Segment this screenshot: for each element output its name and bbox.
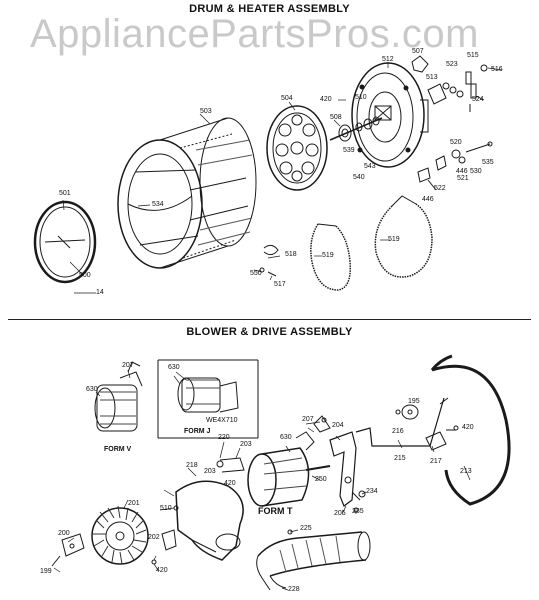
label-235: 235 — [352, 508, 364, 515]
blower-wheel-201 — [91, 505, 149, 565]
spring-217 — [425, 429, 456, 451]
label-195: 195 — [408, 398, 420, 405]
label-220: 220 — [218, 434, 230, 441]
label-543: 543 — [364, 163, 376, 170]
label-202: 202 — [148, 534, 160, 541]
label-500: 500 — [79, 272, 91, 279]
heater-element-519a — [310, 223, 351, 291]
label-199: 199 — [40, 568, 52, 575]
label-520: 520 — [450, 139, 462, 146]
label-517: 517 — [274, 281, 286, 288]
bracket-202 — [161, 529, 177, 551]
label-420-belt: 420 — [462, 424, 474, 431]
label-we4x710: WE4X710 — [206, 417, 238, 424]
label-216: 216 — [392, 428, 404, 435]
clips-518-517 — [259, 244, 279, 277]
drum-503 — [117, 117, 257, 269]
blower-leaders — [53, 369, 471, 591]
section-divider — [8, 319, 531, 320]
drum-ribs — [195, 139, 253, 246]
label-215: 215 — [394, 455, 406, 462]
label-234: 234 — [366, 488, 378, 495]
label-540: 540 — [353, 174, 365, 181]
label-535: 535 — [482, 159, 494, 166]
label-218: 218 — [186, 462, 198, 469]
form-j-caption: FORM J — [184, 428, 211, 435]
exhaust-duct-228 — [256, 531, 371, 591]
watermark: AppliancePartsPros.com — [30, 12, 479, 56]
label-518: 518 — [285, 251, 297, 258]
label-446-lower: 446 — [422, 196, 434, 203]
label-523: 523 — [446, 61, 458, 68]
bracket-200 — [51, 533, 85, 567]
blower-housing-218 — [175, 480, 244, 561]
label-14: 14 — [96, 289, 104, 296]
thermostat-parts — [411, 55, 488, 112]
label-420-drum: 420 — [320, 96, 332, 103]
drive-belt-213 — [430, 354, 511, 506]
label-200: 200 — [58, 530, 70, 537]
label-519-right: 519 — [388, 236, 400, 243]
label-524: 524 — [472, 96, 484, 103]
label-516: 516 — [491, 66, 503, 73]
label-446-upper: 446 — [456, 168, 468, 175]
front-seal-501 — [33, 200, 97, 284]
label-630-form-j: 630 — [168, 364, 180, 371]
label-534: 534 — [152, 201, 164, 208]
form-v-caption: FORM V — [104, 446, 132, 453]
label-504: 504 — [281, 95, 293, 102]
label-510-drum: 510 — [355, 94, 367, 101]
label-550: 550 — [250, 270, 262, 277]
label-213: 213 — [460, 468, 472, 475]
idler-pulley-216 — [355, 397, 449, 447]
label-204: 204 — [332, 422, 344, 429]
heater-element-519b — [374, 195, 433, 278]
rear-plate-504 — [266, 105, 328, 191]
idler-bracket-204 — [329, 431, 361, 507]
label-630-form-v: 630 — [86, 386, 98, 393]
bearing-parts — [329, 116, 383, 142]
form-j-box — [157, 359, 259, 439]
label-203-lower: 203 — [204, 468, 216, 475]
label-207-main: 207 — [302, 416, 314, 423]
heater-housing-512 — [351, 62, 429, 168]
motor-form-j — [177, 377, 239, 413]
label-420-blower: 420 — [156, 567, 168, 574]
label-207-form-v: 207 — [122, 362, 134, 369]
label-512: 512 — [382, 56, 394, 63]
label-250: 250 — [315, 476, 327, 483]
label-510-blower: 510 — [160, 505, 172, 512]
misc-hardware — [417, 141, 493, 191]
label-521: 521 — [457, 175, 469, 182]
label-503: 503 — [200, 108, 212, 115]
label-513: 513 — [426, 74, 438, 81]
label-217: 217 — [430, 458, 442, 465]
motor-form-v — [94, 361, 143, 432]
label-420-motor: 420 — [224, 480, 236, 487]
label-501: 501 — [59, 190, 71, 197]
form-t-caption: FORM T — [258, 506, 293, 516]
label-507: 507 — [412, 48, 424, 55]
label-201: 201 — [128, 500, 140, 507]
motor-form-t — [247, 431, 331, 507]
label-228: 228 — [288, 586, 300, 593]
label-522: 522 — [434, 185, 446, 192]
label-205: 205 — [334, 510, 346, 517]
drum-assembly-title: DRUM & HEATER ASSEMBLY — [189, 3, 350, 15]
label-515: 515 — [467, 52, 479, 59]
label-539: 539 — [343, 147, 355, 154]
label-519-left: 519 — [322, 252, 334, 259]
label-530: 530 — [470, 168, 482, 175]
label-203: 203 — [240, 441, 252, 448]
label-630-main: 630 — [280, 434, 292, 441]
label-225: 225 — [300, 525, 312, 532]
blower-assembly-title: BLOWER & DRIVE ASSEMBLY — [186, 326, 353, 338]
label-508: 508 — [330, 114, 342, 121]
drum-leaders — [62, 62, 503, 294]
